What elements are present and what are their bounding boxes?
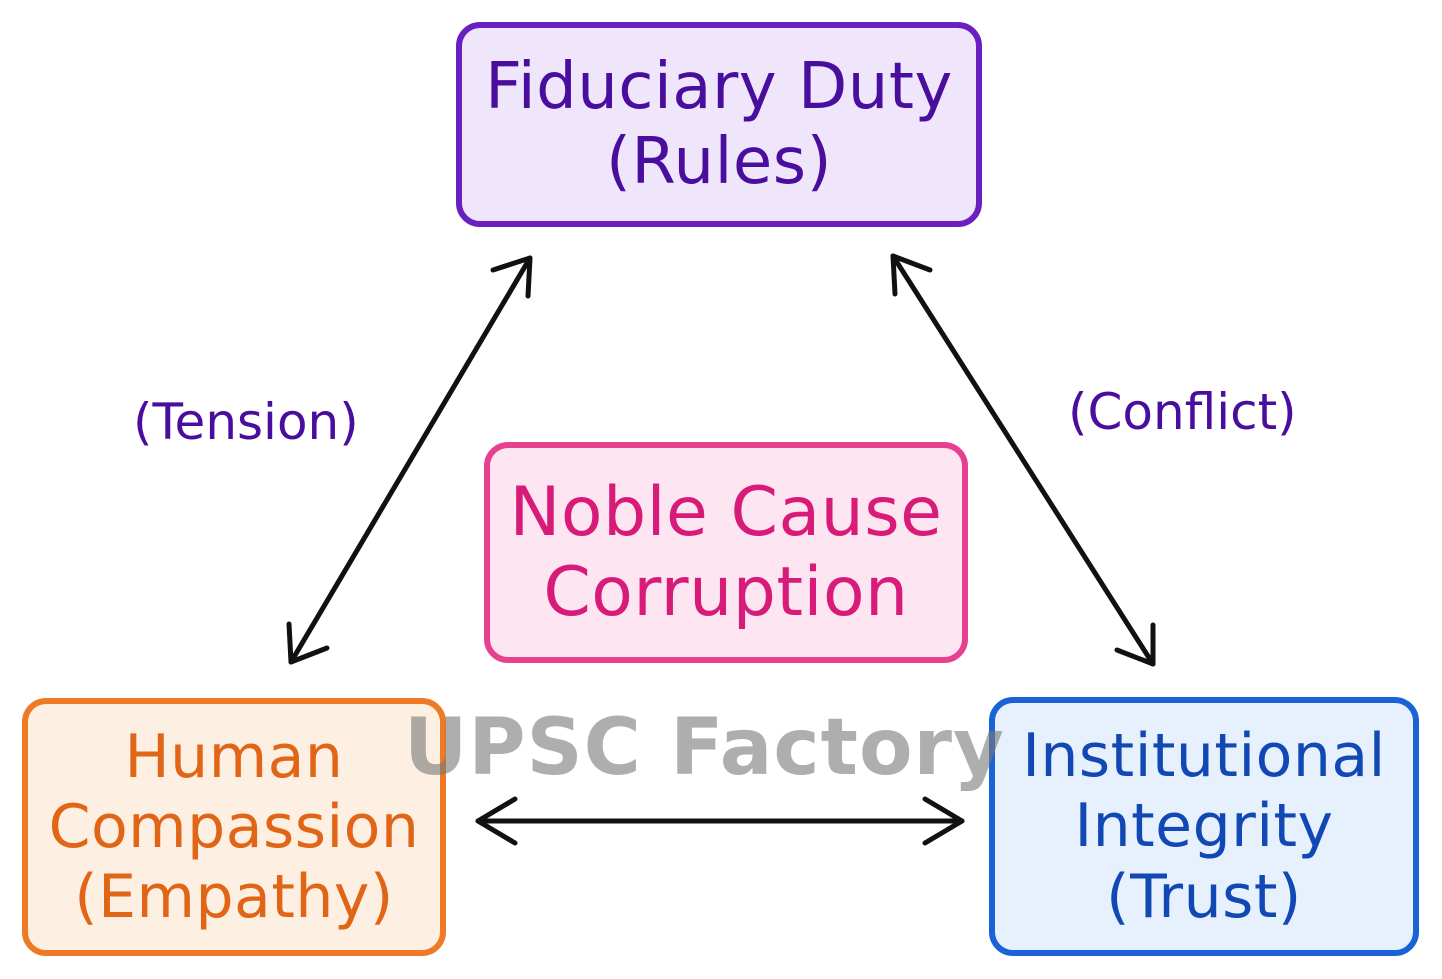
fiduciary-duty-subtitle: (Rules) (605, 124, 833, 199)
noble-cause-line1: Noble Cause (509, 472, 943, 552)
institutional-integrity-subtitle: (Trust) (1106, 861, 1302, 932)
institutional-integrity-line2: Integrity (1074, 791, 1334, 862)
noble-cause-corruption-node: Noble Cause Corruption (484, 442, 968, 663)
fiduciary-duty-title: Fiduciary Duty (485, 49, 953, 124)
fiduciary-duty-node: Fiduciary Duty (Rules) (456, 22, 982, 227)
human-compassion-node: Human Compassion (Empathy) (22, 698, 446, 956)
conflict-label: (Conflict) (1068, 383, 1297, 441)
arrow-left-right (475, 796, 965, 846)
noble-cause-line2: Corruption (543, 552, 909, 632)
watermark: UPSC Factory (404, 703, 1005, 793)
human-compassion-subtitle: (Empathy) (74, 862, 394, 933)
human-compassion-line1: Human (124, 721, 344, 792)
human-compassion-line2: Compassion (48, 791, 420, 862)
tension-label: (Tension) (133, 393, 359, 451)
arrow-top-right (890, 253, 1156, 667)
institutional-integrity-line1: Institutional (1022, 721, 1386, 792)
institutional-integrity-node: Institutional Integrity (Trust) (989, 697, 1419, 956)
arrow-top-left (286, 255, 533, 665)
